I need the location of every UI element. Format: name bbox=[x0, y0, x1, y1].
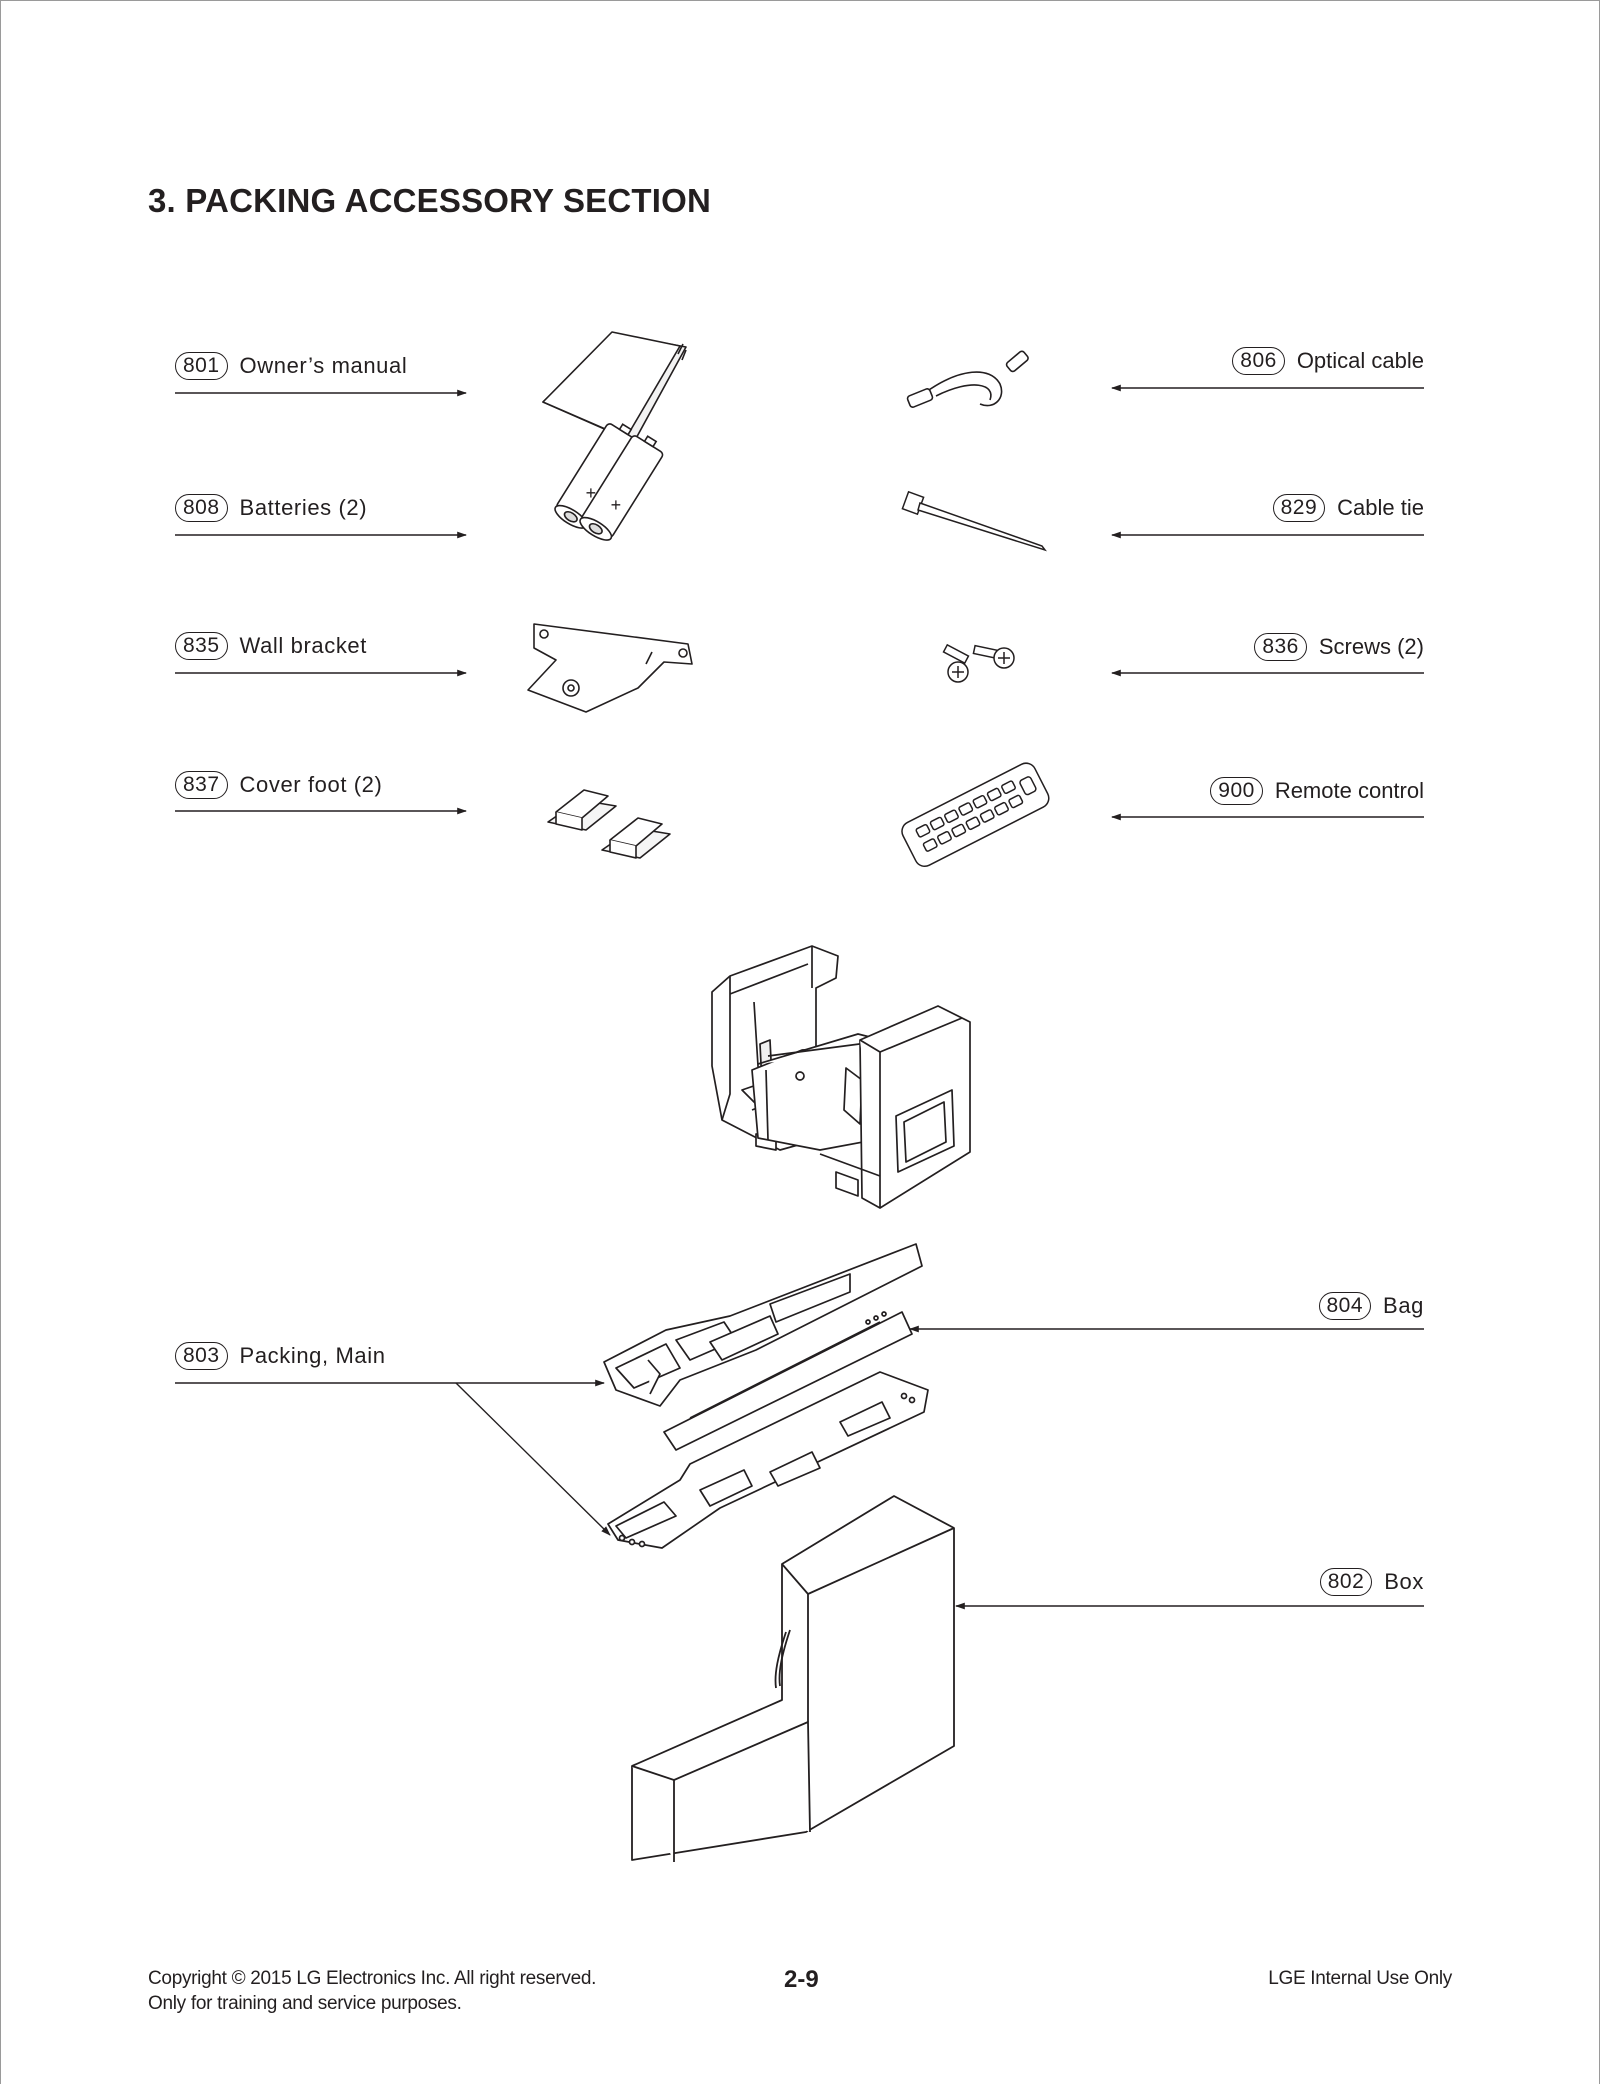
label-900: 900 Remote control bbox=[1210, 777, 1424, 805]
page-border-left bbox=[0, 0, 1, 2084]
part-name: Optical cable bbox=[1296, 348, 1424, 373]
footer-copyright: Copyright © 2015 LG Electronics Inc. All… bbox=[148, 1968, 597, 1989]
optical-cable-illustration bbox=[906, 350, 1029, 408]
part-number: 802 bbox=[1319, 1568, 1373, 1596]
part-number: 803 bbox=[175, 1342, 228, 1370]
footer-purpose: Only for training and service purposes. bbox=[148, 1993, 462, 2014]
part-number: 829 bbox=[1272, 494, 1326, 522]
part-number: 837 bbox=[175, 771, 228, 799]
part-number: 835 bbox=[175, 632, 228, 660]
wall-bracket-illustration bbox=[527, 623, 693, 713]
part-number: 801 bbox=[175, 352, 228, 380]
part-number: 806 bbox=[1232, 347, 1285, 375]
svg-text:+: + bbox=[586, 483, 597, 503]
label-806: 806 Optical cable bbox=[1232, 347, 1424, 375]
part-name: Remote control bbox=[1274, 778, 1424, 803]
packing-bag-layer bbox=[603, 1243, 929, 1549]
part-number: 900 bbox=[1210, 777, 1263, 805]
svg-text:+: + bbox=[611, 495, 622, 515]
part-name: Cable tie bbox=[1337, 495, 1424, 520]
part-name: Packing, Main bbox=[239, 1343, 386, 1368]
shipping-box-illustration bbox=[631, 1495, 955, 1862]
part-name: Cover foot (2) bbox=[239, 772, 383, 797]
part-number: 836 bbox=[1254, 633, 1307, 661]
part-name: Screws (2) bbox=[1318, 634, 1424, 659]
packing-cushion-upper bbox=[711, 945, 971, 1209]
page-border-top bbox=[0, 0, 1600, 1]
remote-control-illustration bbox=[901, 762, 1050, 868]
part-name: Owner’s manual bbox=[239, 353, 408, 378]
label-802: 802 Box bbox=[1319, 1568, 1424, 1596]
owners-manual-illustration bbox=[542, 331, 687, 445]
screws-illustration bbox=[942, 643, 1015, 683]
label-835: 835 Wall bracket bbox=[175, 632, 367, 660]
label-829: 829 Cable tie bbox=[1272, 494, 1424, 522]
part-name: Batteries (2) bbox=[239, 495, 368, 520]
part-number: 808 bbox=[175, 494, 228, 522]
cable-tie-illustration bbox=[901, 490, 1047, 552]
batteries-illustration: + + bbox=[554, 423, 664, 541]
cover-foot-illustration bbox=[547, 789, 671, 859]
label-836: 836 Screws (2) bbox=[1254, 633, 1424, 661]
footer-internal-use: LGE Internal Use Only bbox=[1268, 1968, 1452, 1989]
page-number: 2-9 bbox=[784, 1966, 819, 1993]
part-name: Wall bracket bbox=[239, 633, 367, 658]
section-title: 3. PACKING ACCESSORY SECTION bbox=[148, 182, 712, 219]
label-808: 808 Batteries (2) bbox=[175, 494, 367, 522]
label-804: 804 Bag bbox=[1318, 1292, 1425, 1320]
label-803: 803 Packing, Main bbox=[175, 1342, 386, 1370]
label-837: 837 Cover foot (2) bbox=[175, 771, 382, 799]
part-name: Bag bbox=[1383, 1293, 1424, 1318]
part-name: Box bbox=[1384, 1569, 1424, 1594]
label-801: 801 Owner’s manual bbox=[175, 352, 407, 380]
part-number: 804 bbox=[1318, 1292, 1372, 1320]
